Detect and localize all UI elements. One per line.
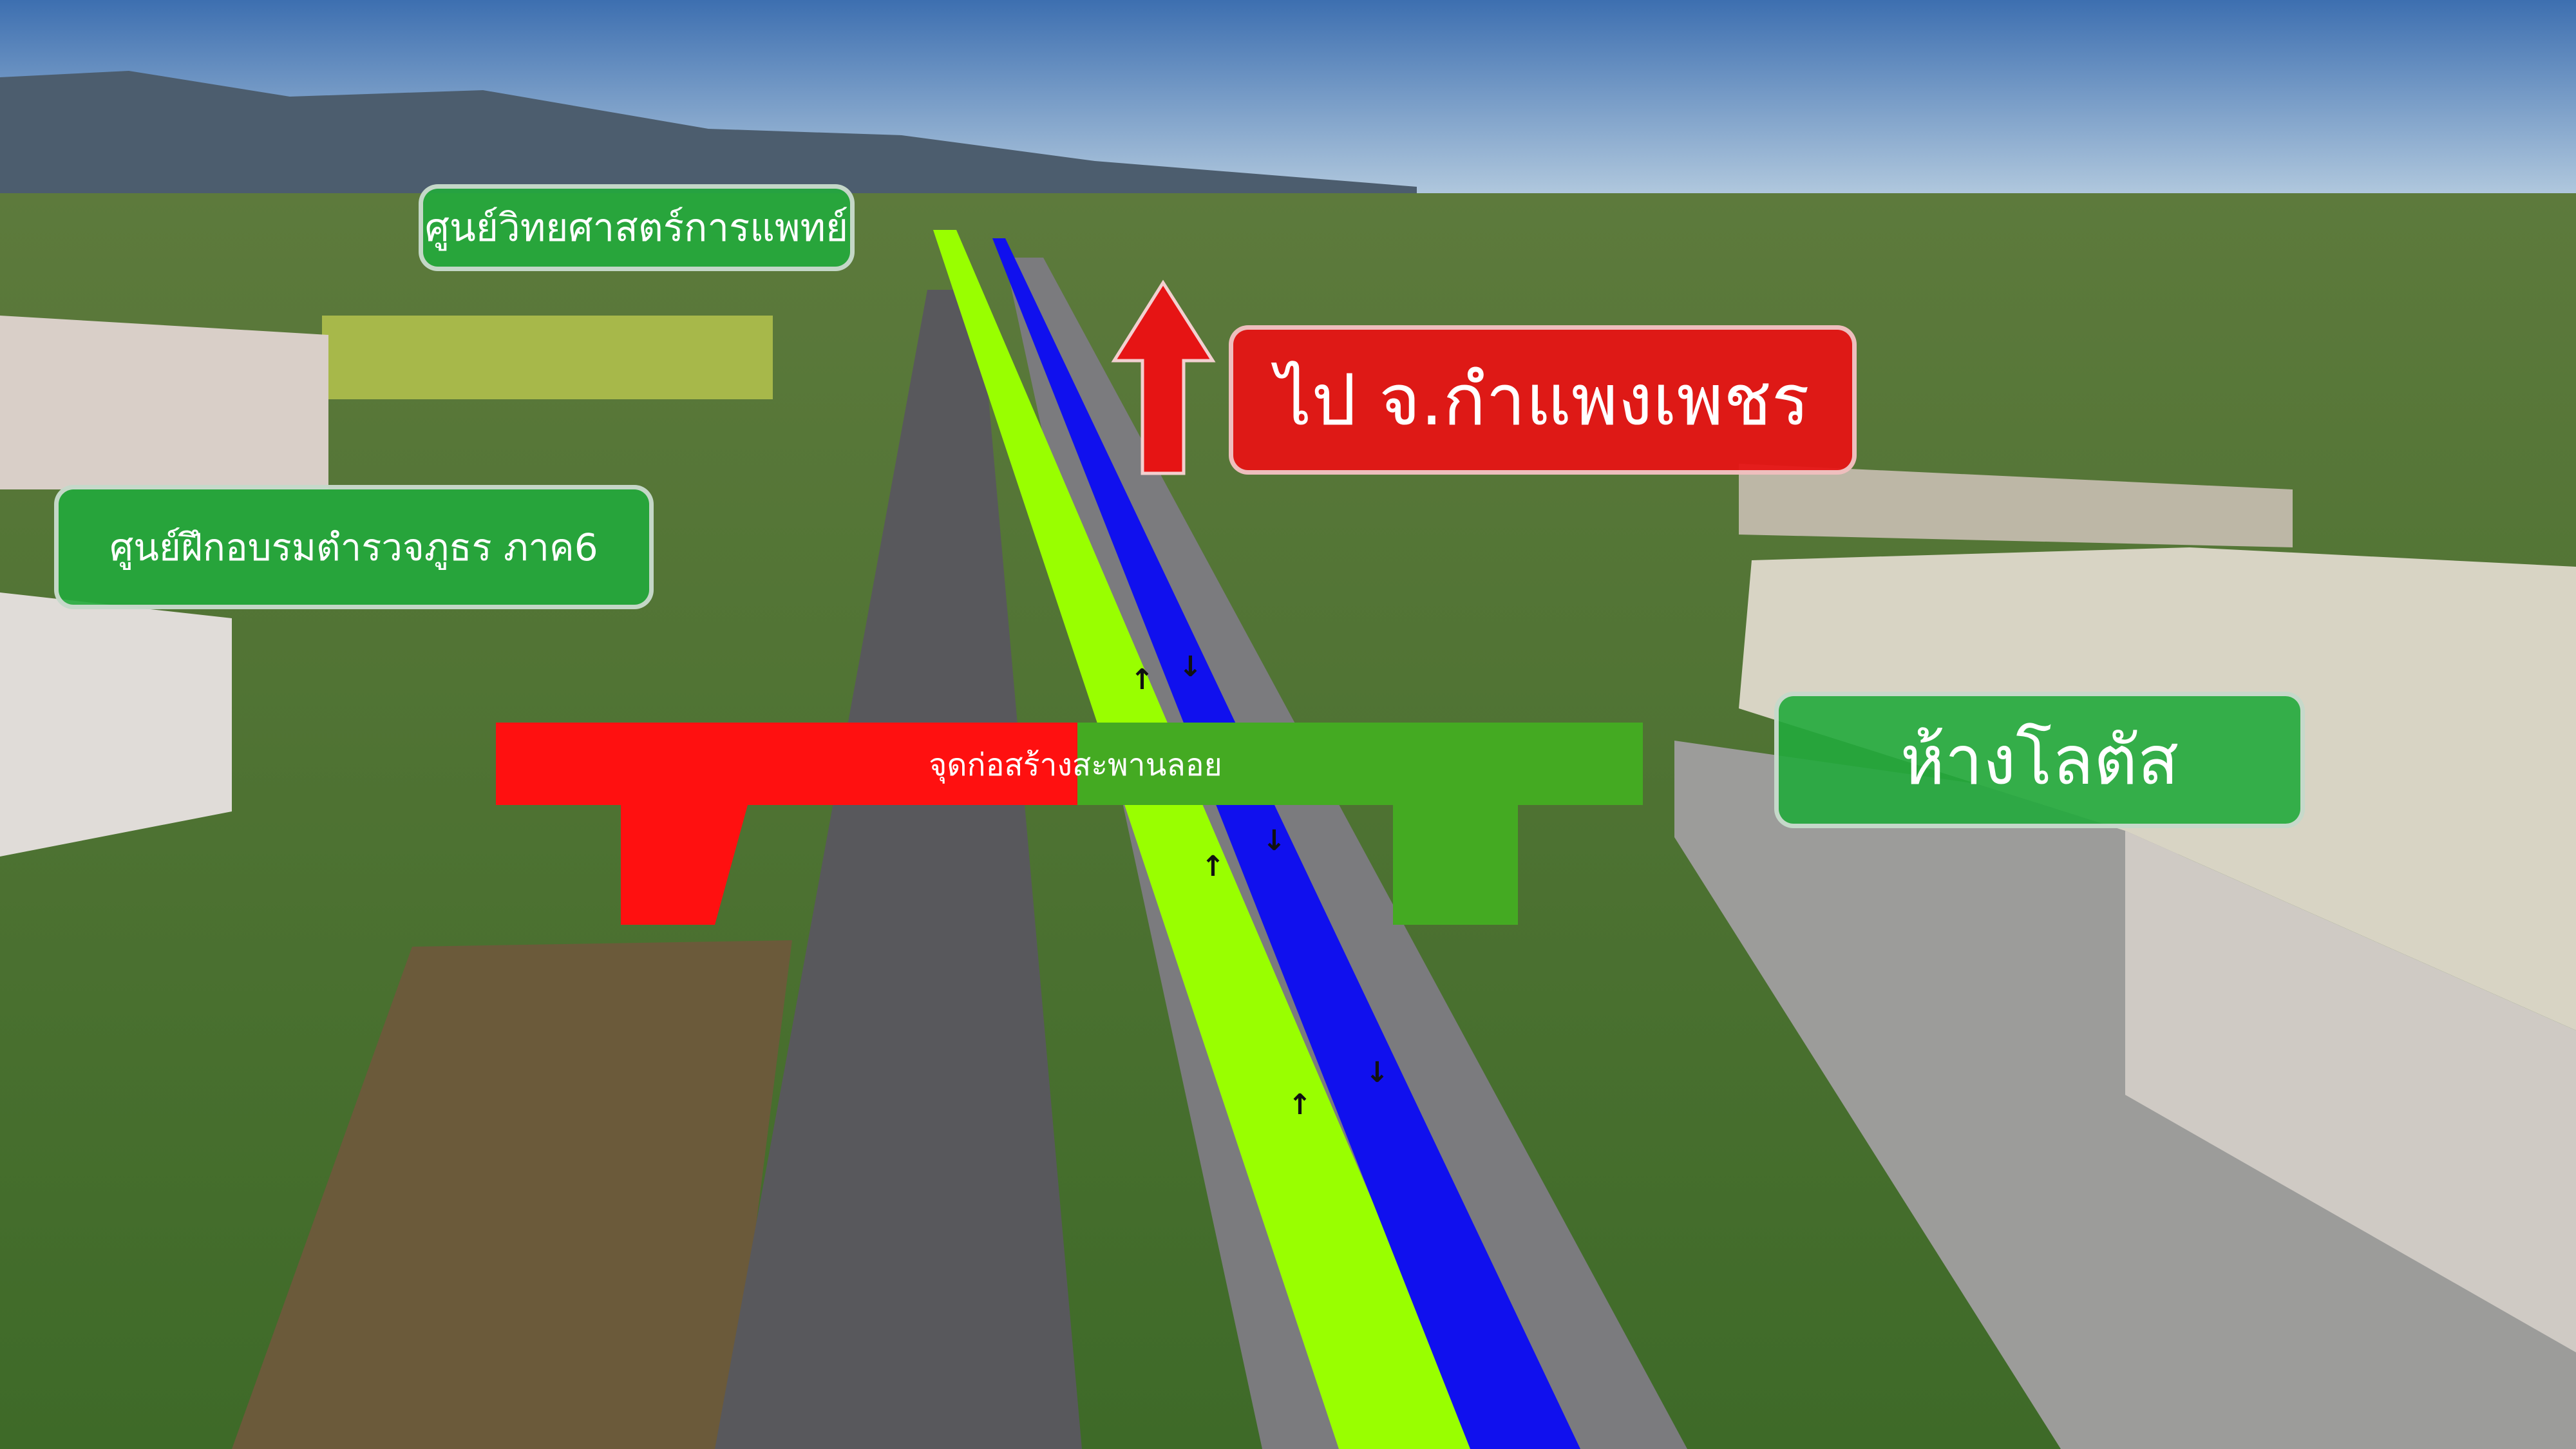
lane-up-arrow-icon: ↑ [1288, 1088, 1312, 1121]
up-arrow-icon [1111, 279, 1216, 475]
science-center-label: ศูนย์วิทยศาสตร์การแพทย์ [419, 184, 855, 271]
lane-down-arrow-icon: ↓ [1179, 650, 1202, 683]
lane-up-arrow-icon: ↑ [1130, 663, 1154, 696]
lane-green [933, 230, 1479, 1449]
lane-down-arrow-icon: ↓ [1365, 1056, 1389, 1089]
kamphaeng-phet-text: ไป จ.กำแพงเพชร [1276, 359, 1810, 441]
lotus-building-wall [2125, 831, 2576, 1352]
rice-field [322, 316, 773, 399]
science-center-text: ศูนย์วิทยศาสตร์การแพทย์ [424, 205, 849, 251]
bridge-banner-green [1077, 723, 1643, 925]
lane-blue [992, 238, 1580, 1449]
lane-up-arrow-icon: ↑ [1201, 850, 1225, 883]
kamphaeng-phet-direction-label: ไป จ.กำแพงเพชร [1229, 325, 1857, 475]
main-road [715, 290, 1082, 1449]
warehouse [1739, 464, 2293, 547]
bridge-banner-red [496, 723, 1077, 925]
left-building [0, 316, 328, 489]
lane-down-arrow-icon: ↓ [1262, 824, 1286, 857]
bridge-construction-text: จุดก่อสร้างสะพานลอย [929, 747, 1222, 783]
lotus-mall-label: ห้างโลตัส [1774, 692, 2305, 828]
mountains [0, 71, 1417, 206]
lotus-mall-text: ห้างโลตัส [1900, 721, 2179, 800]
police-training-text: ศูนย์ฝึกอบรมตำรวจภูธร ภาค6 [109, 526, 598, 569]
police-training-label: ศูนย์ฝึกอบรมตำรวจภูธร ภาค6 [54, 485, 654, 609]
service-road [1005, 258, 1687, 1449]
canal [232, 940, 792, 1449]
left-building-lower [0, 592, 232, 857]
